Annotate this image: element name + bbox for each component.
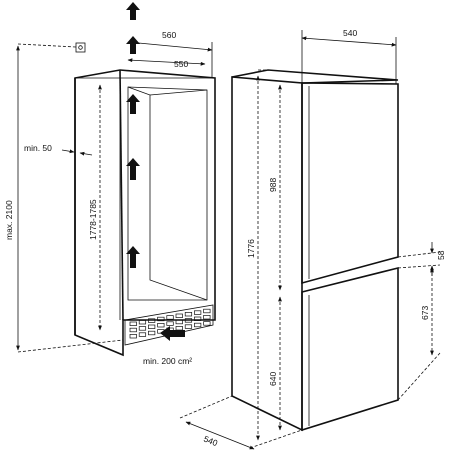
niche-inner-top bbox=[149, 89, 208, 96]
dim-appliance-width: 540 bbox=[343, 28, 357, 38]
grille-slot bbox=[148, 318, 156, 323]
niche-front-edge bbox=[119, 69, 124, 321]
grille-slot bbox=[166, 315, 174, 320]
ext-line bbox=[17, 43, 77, 48]
dim-lower-door-height: 673 bbox=[420, 306, 430, 320]
grille-slot bbox=[138, 332, 147, 337]
grille-slot bbox=[175, 319, 183, 325]
grille-slot bbox=[194, 310, 202, 315]
grille-slot bbox=[157, 323, 165, 328]
dim-line-560 bbox=[127, 40, 213, 52]
wall-bracket-hole bbox=[78, 45, 83, 50]
grille-slot bbox=[129, 327, 137, 333]
dim-line-540-top bbox=[301, 36, 397, 47]
dim-line-min50-left bbox=[61, 149, 75, 154]
ext-line bbox=[397, 352, 441, 401]
grille-slot bbox=[129, 321, 137, 326]
niche-inner-opening bbox=[127, 86, 208, 301]
grille-slot bbox=[175, 326, 183, 331]
grille-slot bbox=[203, 321, 211, 326]
arrow-up-icon bbox=[126, 2, 140, 20]
ext-line bbox=[397, 251, 441, 258]
dim-appliance-depth: 540 bbox=[202, 434, 219, 449]
appliance-body bbox=[231, 69, 399, 432]
ext-line bbox=[17, 339, 124, 353]
grille-slot bbox=[166, 321, 174, 326]
grille-slot bbox=[194, 316, 202, 321]
grille-slot bbox=[148, 330, 156, 336]
appliance-top bbox=[231, 69, 399, 84]
arrow-left-icon bbox=[160, 326, 185, 341]
dim-niche-max-height: max. 2100 bbox=[4, 200, 14, 240]
dim-line-540-depth bbox=[185, 421, 255, 450]
ext-line bbox=[397, 264, 441, 269]
niche-inner-back bbox=[127, 86, 208, 301]
dim-niche-height-range: 1778-1785 bbox=[88, 199, 98, 240]
grille-slot bbox=[184, 324, 193, 329]
grille-slot bbox=[194, 322, 202, 328]
grille-slot bbox=[203, 315, 211, 320]
arrow-up-icon bbox=[126, 36, 140, 54]
appliance-side bbox=[231, 76, 303, 432]
dim-upper-door-height: 988 bbox=[268, 178, 278, 192]
dim-niche-depth: 560 bbox=[162, 30, 176, 40]
arrow-up-icon bbox=[126, 246, 140, 268]
dim-door-gap: 58 bbox=[436, 250, 446, 260]
dim-appliance-height: 1776 bbox=[246, 239, 256, 258]
grille-slot bbox=[175, 313, 183, 318]
dim-line-min50-right bbox=[79, 151, 93, 156]
ext-line bbox=[179, 395, 233, 419]
niche-outline bbox=[74, 69, 216, 357]
wall-bracket-icon bbox=[75, 42, 86, 53]
arrow-up-icon bbox=[126, 94, 140, 114]
grille-slot bbox=[184, 312, 193, 317]
ext-line bbox=[249, 429, 303, 449]
upper-door bbox=[301, 82, 399, 285]
grille-slot bbox=[148, 324, 156, 329]
ventilation-grille bbox=[124, 304, 214, 346]
grille-slot bbox=[184, 318, 193, 323]
dim-vent-area: min. 200 cm² bbox=[143, 356, 192, 366]
airflow-arrows bbox=[126, 2, 185, 341]
grille-slot bbox=[157, 316, 165, 322]
grille-slot bbox=[138, 326, 147, 331]
lower-door bbox=[301, 266, 399, 432]
dim-line-550 bbox=[127, 58, 206, 66]
dim-min-gap: min. 50 bbox=[24, 143, 52, 153]
dim-niche-depth-inner: 550 bbox=[174, 59, 188, 69]
grille-slot bbox=[203, 308, 211, 314]
grille-slot bbox=[138, 320, 147, 325]
niche-cabinet bbox=[74, 69, 216, 357]
arrow-up-icon bbox=[126, 158, 140, 180]
dim-lower-section-height: 640 bbox=[268, 372, 278, 386]
grille-slot bbox=[129, 334, 137, 339]
